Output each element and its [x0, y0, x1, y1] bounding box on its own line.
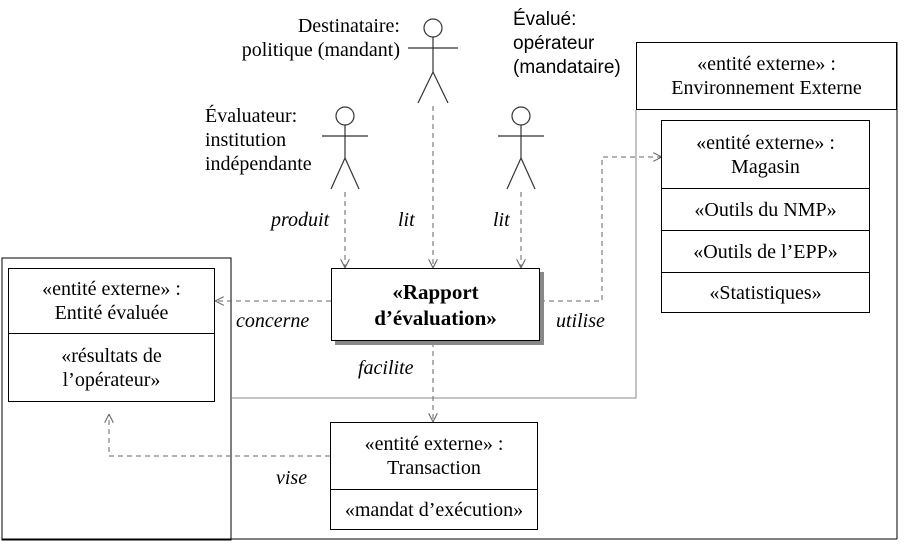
- edge-label-lit-destinataire: lit: [398, 209, 415, 231]
- entite-evaluee-box[interactable]: «entité externe» : Entité évaluée «résul…: [8, 268, 215, 402]
- actor-destinataire-icon: [408, 18, 458, 104]
- entite-evaluee-header: «entité externe» : Entité évaluée: [9, 269, 214, 333]
- environnement-externe-box[interactable]: «entité externe» : Environnement Externe: [636, 42, 897, 110]
- transaction-stereotype: «entité externe» :: [364, 433, 504, 455]
- rapport-title: «Rapport d’évaluation»: [332, 269, 539, 340]
- magasin-item-outils-nmp: «Outils du NMP»: [662, 188, 869, 230]
- actor-evalue-role-2: (mandataire): [513, 57, 621, 78]
- edge-label-vise: vise: [276, 467, 308, 489]
- magasin-item-label: «Outils de l’EPP»: [693, 240, 838, 263]
- entite-evaluee-item-line-2: l’opérateur»: [62, 368, 161, 391]
- arrow-utilise: [540, 157, 661, 302]
- transaction-name: Transaction: [387, 457, 481, 479]
- rapport-evaluation-box[interactable]: «Rapport d’évaluation»: [331, 268, 540, 341]
- entite-evaluee-stereotype: «entité externe» :: [42, 278, 181, 300]
- actor-evaluateur-title: Évaluateur:: [205, 105, 298, 127]
- entite-evaluee-item-line-1: «résultats de: [61, 344, 162, 367]
- environnement-stereotype: «entité externe» :: [697, 53, 836, 75]
- transaction-item: «mandat d’exécution»: [331, 489, 537, 529]
- edge-label-concerne: concerne: [236, 310, 310, 332]
- magasin-item-statistiques: «Statistiques»: [662, 272, 869, 312]
- magasin-item-outils-epp: «Outils de l’EPP»: [662, 230, 869, 272]
- actor-destinataire-label: Destinataire: politique (mandant): [242, 14, 400, 62]
- magasin-header: «entité externe» : Magasin: [662, 121, 869, 188]
- actor-evaluateur-icon: [322, 106, 368, 190]
- rapport-title-line-1: «Rapport: [392, 279, 479, 304]
- magasin-stereotype: «entité externe» :: [696, 131, 835, 154]
- edge-label-facilite: facilite: [358, 357, 414, 379]
- edge-label-utilise: utilise: [556, 310, 605, 332]
- actor-evalue-icon: [498, 106, 544, 190]
- magasin-box[interactable]: «entité externe» : Magasin «Outils du NM…: [661, 120, 870, 313]
- transaction-item-label: «mandat d’exécution»: [344, 498, 524, 521]
- magasin-item-label: «Outils du NMP»: [694, 198, 837, 221]
- rapport-title-line-2: d’évaluation»: [374, 305, 497, 330]
- environnement-name: Environnement Externe: [671, 77, 862, 99]
- actor-evalue-role-1: opérateur: [513, 33, 595, 54]
- actor-destinataire-role: politique (mandant): [241, 39, 400, 61]
- actor-evaluateur-label: Évaluateur: institution indépendante: [205, 104, 312, 176]
- edge-label-lit-evalue: lit: [493, 209, 510, 231]
- magasin-item-label: «Statistiques»: [709, 281, 822, 304]
- edge-label-produit: produit: [271, 209, 330, 231]
- arrow-vise: [109, 415, 330, 457]
- entite-evaluee-name: Entité évaluée: [54, 302, 169, 324]
- actor-destinataire-title: Destinataire:: [297, 15, 400, 37]
- environment-link: [231, 110, 637, 399]
- magasin-name: Magasin: [731, 155, 800, 178]
- actor-evaluateur-role-2: indépendante: [205, 153, 312, 175]
- entite-evaluee-item: «résultats de l’opérateur»: [9, 333, 214, 401]
- actor-evaluateur-role-1: institution: [205, 129, 287, 151]
- actor-evalue-label: Évalué: opérateur (mandataire): [513, 8, 621, 80]
- transaction-box[interactable]: «entité externe» : Transaction «mandat d…: [330, 422, 538, 530]
- actor-evalue-title: Évalué:: [513, 9, 577, 30]
- evaluation-frame: [1, 257, 232, 541]
- environnement-header: «entité externe» : Environnement Externe: [637, 43, 896, 109]
- transaction-header: «entité externe» : Transaction: [331, 423, 537, 489]
